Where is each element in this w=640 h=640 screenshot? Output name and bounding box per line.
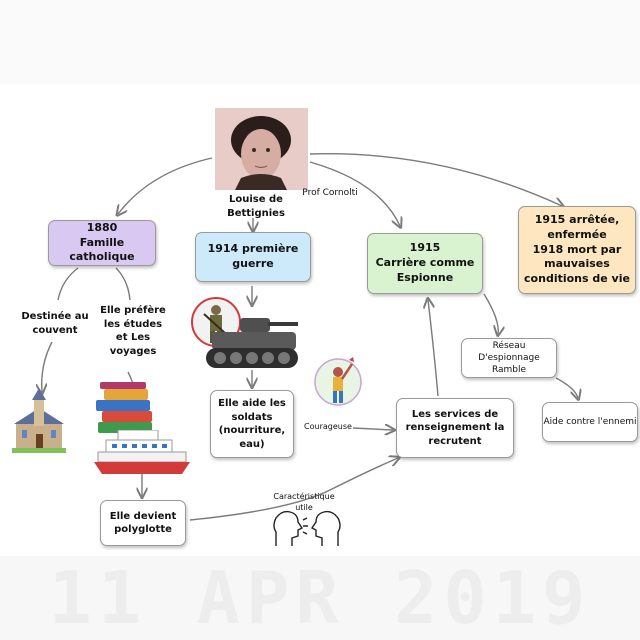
portrait-caption: Prof Cornolti (302, 188, 358, 198)
node-reseau-ramble[interactable]: Réseau D'espionnage Ramble (461, 338, 557, 378)
center-label: Louise de Bettignies (227, 194, 285, 219)
talking-heads-icon (270, 506, 344, 548)
label-courageuse: Courageuse (304, 422, 352, 431)
arrow-portrait-1915 (309, 161, 400, 226)
label-caracteristique-utile: Caractéristique utile (273, 492, 335, 512)
arrow-polyglotte-services (189, 458, 398, 521)
node-polyglotte[interactable]: Elle devient polyglotte (100, 500, 186, 546)
arrow-1915-reseau (483, 293, 498, 334)
arrow-reseau-aide (555, 377, 578, 398)
arrow-services-1915 (428, 300, 439, 397)
tank-icon (204, 310, 300, 370)
ship-icon (92, 429, 192, 474)
arrow-portrait-1915b (309, 153, 562, 206)
top-band (0, 0, 640, 84)
node-1915-arretee[interactable]: 1915 arrêtée, enfermée 1918 mort par mau… (518, 206, 636, 294)
node-1915-espionne[interactable]: 1915 Carrière comme Espionne (367, 233, 483, 294)
arrow-courageuse-services (352, 428, 393, 430)
date-watermark: 11 APR 2019 (48, 556, 592, 640)
books-icon (94, 382, 156, 434)
arrow-1880-prefere (115, 267, 131, 301)
arrow-portrait-1880 (118, 157, 213, 214)
node-1914-guerre[interactable]: 1914 première guerre (195, 232, 311, 282)
church-icon (10, 388, 68, 454)
node-aide-ennemi[interactable]: Aide contre l'ennemi (542, 402, 638, 442)
node-services-renseignement[interactable]: Les services de renseignement la recrute… (396, 398, 514, 458)
bottom-band (0, 556, 640, 640)
arrow-destinee-church (42, 341, 53, 392)
label-destinee-couvent: Destinée au couvent (21, 311, 89, 336)
node-aide-soldats[interactable]: Elle aide les soldats (nourriture, eau) (210, 390, 294, 458)
woman-shouting-icon (314, 352, 362, 412)
arrow-1880-destinee (57, 267, 79, 301)
label-prefere-etudes: Elle préfère les études et Les voyages (100, 305, 166, 357)
portrait-photo-icon (215, 108, 308, 190)
node-1880-famille[interactable]: 1880 Famille catholique (48, 220, 156, 266)
